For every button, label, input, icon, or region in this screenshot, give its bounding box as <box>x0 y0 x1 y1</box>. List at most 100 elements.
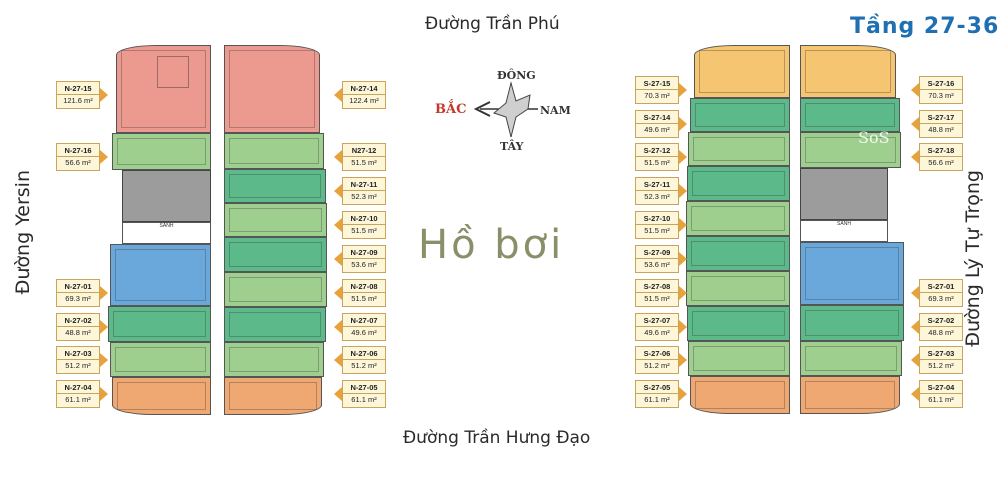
unit-area: 51.2 m² <box>351 361 377 370</box>
unit-code: S-27-11 <box>636 179 678 191</box>
unit-code: S-27-04 <box>920 382 962 394</box>
unit-S-27-03[interactable] <box>800 341 902 376</box>
unit-code: N27-12 <box>343 145 385 157</box>
pool-label: Hồ bơi <box>418 222 565 268</box>
unit-S-27-09[interactable] <box>686 236 790 271</box>
unit-code: S-27-14 <box>636 112 678 124</box>
unit-area: 51.2 m² <box>928 361 954 370</box>
unit-area: 52.3 m² <box>644 192 670 201</box>
unit-S-27-12[interactable] <box>688 132 790 166</box>
unit-area: 70.3 m² <box>928 91 954 100</box>
unit-S-27-08[interactable] <box>686 271 790 306</box>
unit-code: N-27-06 <box>343 348 385 360</box>
unit-S-27-01[interactable] <box>800 242 904 305</box>
unit-code: S-27-08 <box>636 281 678 293</box>
unit-code: N-27-03 <box>57 348 99 360</box>
unit-code: N-27-05 <box>343 382 385 394</box>
unit-S-27-15[interactable] <box>694 45 790 98</box>
unit-N-27-02[interactable] <box>108 306 211 342</box>
unit-area: 122.4 m² <box>349 96 379 105</box>
floor-title: Tầng 27-36 <box>850 14 1000 39</box>
unit-N-27-11[interactable] <box>224 169 326 203</box>
unit-S-27-05[interactable] <box>690 376 790 414</box>
unit-area: 48.8 m² <box>65 328 91 337</box>
unit-code: S-27-15 <box>636 78 678 90</box>
unit-N-27-10[interactable] <box>224 203 327 237</box>
unit-S-27-14[interactable] <box>690 98 790 132</box>
unit-N-27-07[interactable] <box>224 307 326 342</box>
unit-code: N-27-07 <box>343 315 385 327</box>
unit-S-27-18[interactable] <box>800 132 901 168</box>
unit-S-27-11[interactable] <box>687 166 790 201</box>
unit-area: 53.6 m² <box>644 260 670 269</box>
unit-code: N-27-02 <box>57 315 99 327</box>
compass-north-label: BẮC <box>435 102 467 117</box>
unit-area: 121.6 m² <box>63 96 93 105</box>
unit-S-27-04[interactable] <box>800 376 900 414</box>
unit-area: 49.6 m² <box>644 125 670 134</box>
unit-code: S-27-17 <box>920 112 962 124</box>
unit-code: S-27-05 <box>636 382 678 394</box>
compass-rose-icon <box>473 81 538 138</box>
unit-code: S-27-18 <box>920 145 962 157</box>
unit-N-27-09[interactable] <box>224 237 327 272</box>
unit-code: N-27-10 <box>343 213 385 225</box>
unit-area: 56.6 m² <box>65 158 91 167</box>
unit-S-27-06[interactable] <box>688 341 790 376</box>
unit-N-27-16[interactable] <box>112 133 211 170</box>
unit-code: S-27-09 <box>636 247 678 259</box>
unit-S-27-02[interactable] <box>800 305 904 341</box>
compass-east-label: ĐÔNG <box>497 69 536 82</box>
unit-area: 70.3 m² <box>644 91 670 100</box>
unit-S-27-17[interactable] <box>800 98 900 132</box>
unit-N-27-01[interactable] <box>110 244 211 306</box>
unit-area: 61.1 m² <box>65 395 91 404</box>
unit-N-27-14[interactable] <box>224 45 320 133</box>
unit-N-27-08[interactable] <box>224 272 327 307</box>
unit-N-27-03[interactable] <box>110 342 211 377</box>
unit-N-27-12[interactable] <box>224 133 324 169</box>
unit-N-27-15[interactable] <box>116 45 211 133</box>
unit-code: S-27-10 <box>636 213 678 225</box>
lobby-label: SẢNH <box>159 223 174 229</box>
unit-code: N-27-01 <box>57 281 99 293</box>
unit-area: 48.8 m² <box>928 125 954 134</box>
unit-S-27-10[interactable] <box>686 201 790 236</box>
street-top: Đường Trần Phú <box>425 14 560 34</box>
compass-west-label: TÂY <box>500 140 524 153</box>
unit-N-27-05[interactable] <box>224 377 322 415</box>
unit-code: S-27-03 <box>920 348 962 360</box>
unit-area: 49.6 m² <box>351 328 377 337</box>
unit-N-27-06[interactable] <box>224 342 324 377</box>
unit-area: 69.3 m² <box>928 294 954 303</box>
unit-N-27-04[interactable] <box>112 377 211 415</box>
unit-S-27-07[interactable] <box>687 306 790 341</box>
unit-area: 51.5 m² <box>644 294 670 303</box>
unit-S-27-16[interactable] <box>800 45 896 98</box>
unit-code: S-27-06 <box>636 348 678 360</box>
